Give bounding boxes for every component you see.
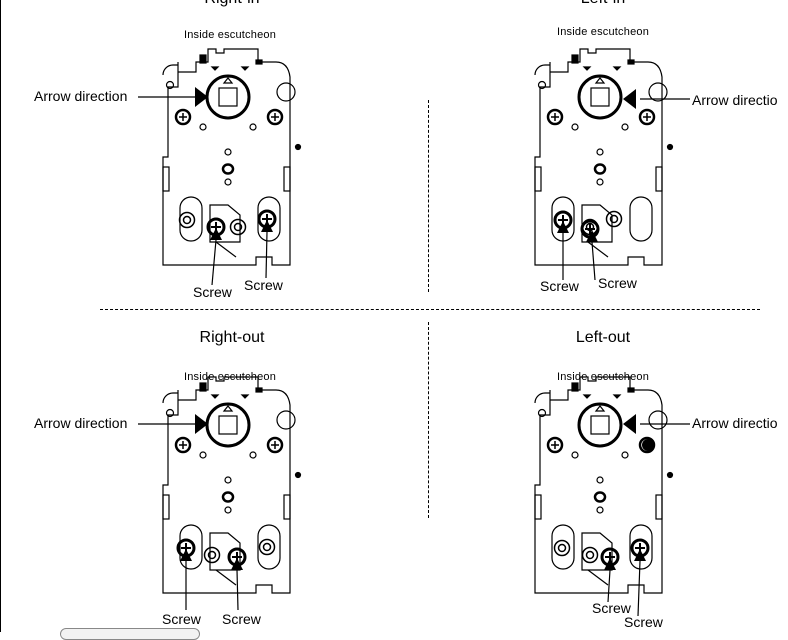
screw-label-left-in-1: Screw bbox=[540, 278, 579, 294]
arrow-direction-label-left-out: Arrow directio bbox=[692, 415, 778, 431]
title-left-out: Left-out bbox=[575, 329, 631, 346]
subtitle-right-in: Inside escutcheon bbox=[183, 29, 277, 41]
horizontal-divider bbox=[100, 309, 760, 310]
title-right-out: Right-out bbox=[199, 329, 265, 346]
vertical-divider-top bbox=[428, 100, 429, 292]
screw-label-left-in-2: Screw bbox=[598, 275, 637, 291]
page-border bbox=[0, 0, 1, 632]
arrow-direction-label-right-in: Arrow direction bbox=[34, 88, 128, 104]
screw-label-right-out-2: Screw bbox=[222, 611, 261, 627]
screw-label-right-in-2: Screw bbox=[244, 277, 283, 293]
lock-plate-right-out bbox=[138, 375, 302, 611]
screw-label-left-out-1: Screw bbox=[592, 600, 631, 616]
screw-label-left-out-2: Screw bbox=[624, 614, 663, 630]
vertical-divider-bottom bbox=[428, 322, 429, 518]
subtitle-left-in: Inside escutcheon bbox=[556, 26, 650, 38]
arrow-direction-label-right-out: Arrow direction bbox=[34, 415, 128, 431]
title-left-in: Left-in bbox=[563, 0, 643, 8]
lock-plate-left-in bbox=[533, 47, 690, 281]
title-right-in: Right-in bbox=[192, 0, 272, 8]
lock-plate-right-in bbox=[138, 47, 302, 286]
screw-label-right-in-1: Screw bbox=[193, 284, 232, 300]
lock-plate-left-out bbox=[533, 375, 690, 617]
arrow-direction-label-left-in: Arrow directio bbox=[692, 92, 778, 108]
page-tab bbox=[60, 628, 200, 640]
screw-label-right-out-1: Screw bbox=[162, 611, 201, 627]
